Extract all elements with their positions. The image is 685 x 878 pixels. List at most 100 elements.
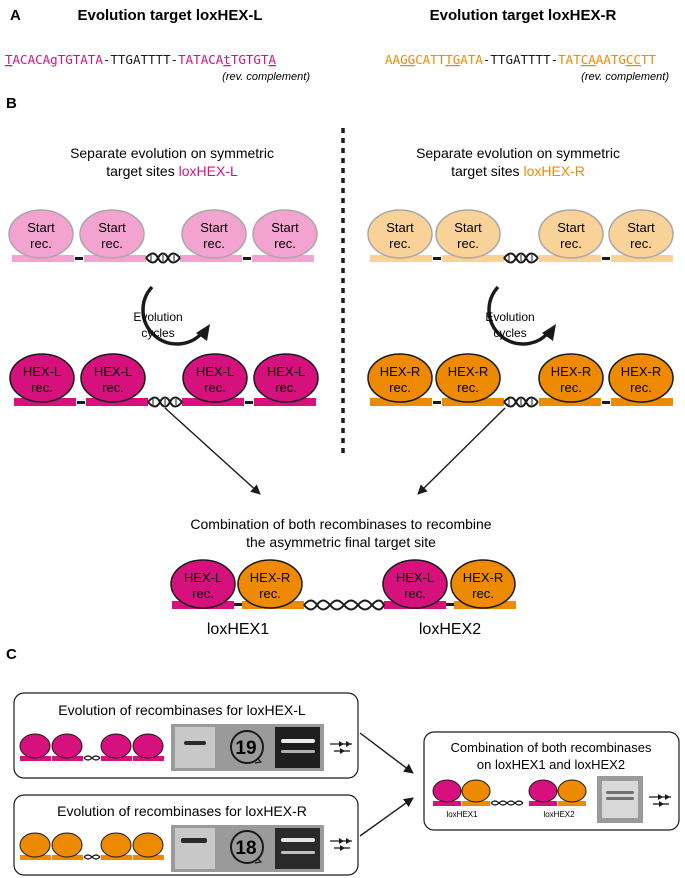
start-recombinase: Start rec. (181, 209, 247, 259)
sequence-segment: ATA (460, 52, 483, 67)
site-label-loxhex1: loxHEX1 (207, 621, 269, 638)
left-evolved-target-site: HEX-L rec. HEX-L rec. HEX-L rec. HEX-L r… (9, 353, 319, 408)
gel-lane-image (175, 828, 215, 869)
svg-text:Start: Start (27, 220, 55, 235)
spacer-dash (75, 257, 83, 260)
site-label-loxhex2: loxHEX2 (419, 621, 481, 638)
svg-text:cycles: cycles (141, 326, 174, 340)
svg-text:HEX-L: HEX-L (23, 364, 61, 379)
right-evolution-cycle: Evolution cycles (485, 285, 556, 346)
gel-image-strip-1: 19 (171, 724, 324, 771)
svg-text:Evolution: Evolution (485, 310, 534, 324)
small-site-label-loxhex2: loxHEX2 (543, 810, 575, 819)
mini-combined-site (432, 779, 587, 806)
arrow-box2-to-box3 (359, 797, 414, 837)
panel-c-label: C (6, 646, 17, 663)
svg-text:HEX-R: HEX-R (380, 364, 420, 379)
cycle-count-hexr: 18 (235, 838, 256, 859)
hexr-recombinase: HEX-R rec. (367, 353, 433, 403)
sequence-segment: TGTATA (58, 52, 104, 67)
mini-hexr-site (19, 832, 164, 860)
sequence-segment: TATACA (178, 52, 224, 67)
sequence-segment: AATG (596, 52, 626, 67)
spacer-dash (243, 257, 251, 260)
mini-hexl-site (19, 733, 164, 761)
svg-text:rec.: rec. (389, 236, 411, 251)
svg-text:rec.: rec. (560, 380, 582, 395)
svg-text:Start: Start (557, 220, 585, 235)
cycle-arrowhead (196, 324, 210, 341)
rev-complement-note-right: (rev. complement) (581, 71, 669, 83)
svg-text:HEX-R: HEX-R (463, 570, 503, 585)
cycle-count-icon (230, 730, 264, 764)
dna-helix-icon (503, 252, 539, 264)
start-recombinase: Start rec. (608, 209, 674, 259)
svg-text:HEX-L: HEX-L (267, 364, 305, 379)
box2-title: Evolution of recombinases for loxHEX-R (57, 803, 307, 819)
gel-lane-image (275, 828, 320, 869)
svg-text:HEX-L: HEX-L (396, 570, 434, 585)
small-site-label-loxhex1: loxHEX1 (446, 810, 478, 819)
panel-b-label: B (6, 95, 17, 112)
svg-text:HEX-R: HEX-R (621, 364, 661, 379)
left-heading-line1: Separate evolution on symmetric (70, 145, 274, 161)
dna-helix-icon (503, 396, 539, 408)
svg-text:rec.: rec. (404, 586, 426, 601)
gel-lane-image (175, 727, 215, 768)
spacer-dash (602, 401, 610, 404)
recombination-arrows-icon (330, 741, 352, 754)
sequence-segment: GG (400, 52, 415, 67)
box3-title-line2: on loxHEX1 and loxHEX2 (477, 757, 625, 772)
final-asymmetric-site: HEX-L rec. HEX-R rec. HEX-L rec. HEX-R r… (170, 559, 516, 611)
svg-text:rec.: rec. (472, 586, 494, 601)
sequence-segment: -TTGATTTT- (103, 52, 178, 67)
cycle-count-hexl: 19 (235, 738, 256, 759)
hexr-recombinase: HEX-R rec. (237, 559, 303, 609)
right-heading-site: loxHEX-R (523, 163, 584, 179)
svg-text:rec.: rec. (630, 380, 652, 395)
spacer-dash (234, 603, 242, 606)
gel-lane-image (275, 727, 320, 768)
cycle-arrow-icon (487, 285, 550, 346)
half-site-bar (442, 255, 504, 262)
svg-text:rec.: rec. (389, 380, 411, 395)
dna-helix-icon (147, 396, 183, 408)
svg-text:Start: Start (627, 220, 655, 235)
sequence-segment: TG (445, 52, 460, 67)
svg-text:rec.: rec. (457, 380, 479, 395)
sequence-segment: ACACA (13, 52, 51, 67)
combination-line2: the asymmetric final target site (246, 534, 436, 550)
left-heading-site: loxHEX-L (179, 163, 238, 179)
panel-a-label: A (10, 7, 21, 24)
svg-text:rec.: rec. (275, 380, 297, 395)
spacer-dash (77, 401, 85, 404)
spacer-dash (433, 401, 441, 404)
sequence-segment: CC (626, 52, 641, 67)
svg-text:HEX-L: HEX-L (184, 570, 222, 585)
svg-text:Start: Start (271, 220, 299, 235)
svg-text:rec.: rec. (204, 380, 226, 395)
sequence-segment: A (268, 52, 276, 67)
start-recombinase: Start rec. (538, 209, 604, 259)
hexl-recombinase: HEX-L rec. (170, 559, 236, 609)
left-start-target-site: Start rec. Start rec. Start rec. Start r… (8, 209, 318, 264)
sequence-segment: TAT (558, 52, 581, 67)
hexl-recombinase: HEX-L rec. (382, 559, 448, 609)
sequence-segment: t (223, 52, 231, 67)
svg-text:HEX-R: HEX-R (250, 570, 290, 585)
svg-text:Start: Start (386, 220, 414, 235)
left-evolution-cycle: Evolution cycles (133, 285, 210, 346)
box3-title-line1: Combination of both recombinases (451, 740, 652, 755)
hexr-recombinase: HEX-R rec. (435, 353, 501, 403)
hexl-recombinase: HEX-L rec. (9, 353, 75, 403)
svg-text:rec.: rec. (630, 236, 652, 251)
spacer-dash (245, 401, 253, 404)
svg-text:rec.: rec. (274, 236, 296, 251)
sequence-segment: T (5, 52, 13, 67)
hexr-recombinase: HEX-R rec. (608, 353, 674, 403)
converge-arrow-right (417, 407, 506, 495)
hexl-recombinase: HEX-L rec. (253, 353, 319, 403)
spacer-dash (446, 603, 454, 606)
recombination-arrows-icon (649, 794, 671, 807)
svg-text:HEX-R: HEX-R (551, 364, 591, 379)
